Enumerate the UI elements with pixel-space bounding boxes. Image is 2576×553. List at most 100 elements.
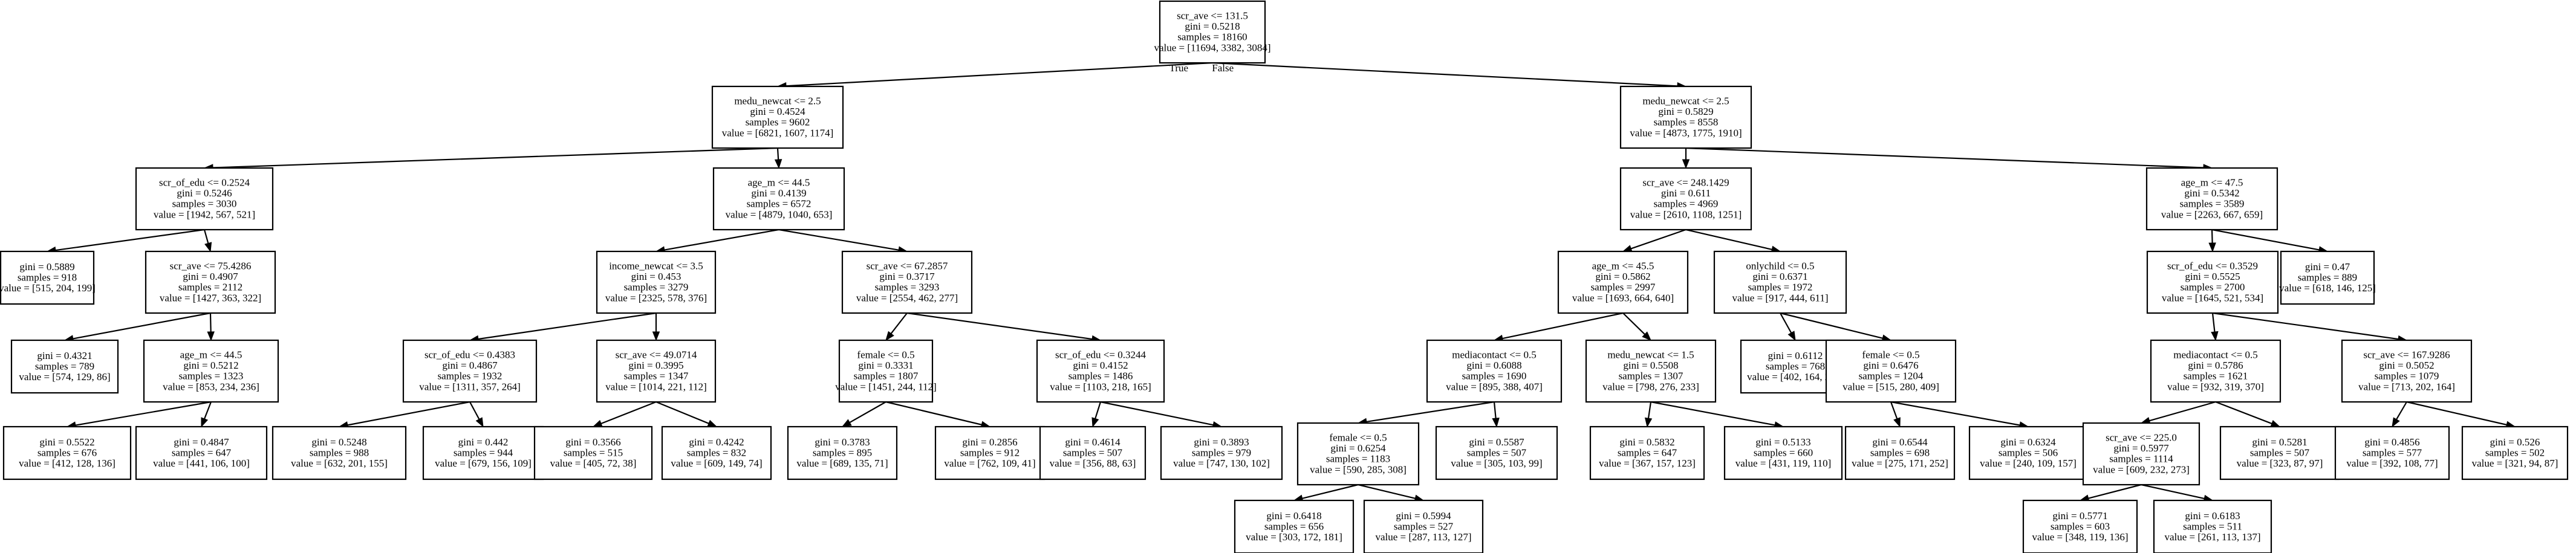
arrowhead-icon	[201, 417, 209, 428]
node-line: value = [405, 72, 38]	[550, 458, 637, 469]
edge-line	[1890, 401, 2020, 426]
node-line: samples = 502	[2485, 447, 2545, 458]
node-line: samples = 4969	[1654, 198, 1719, 210]
node-line: gini = 0.5977	[2113, 442, 2169, 454]
edge-line	[2396, 401, 2407, 420]
node-line: gini = 0.5522	[39, 436, 94, 448]
tree-edge	[1685, 147, 2213, 172]
tree-edge	[1357, 401, 1495, 425]
node-box	[1159, 0, 1266, 64]
node-line: samples = 577	[2363, 447, 2422, 458]
node-line: gini = 0.4614	[1065, 436, 1120, 448]
tree-edge	[1091, 401, 1102, 428]
node-box	[0, 250, 95, 305]
tree-edge	[207, 312, 215, 341]
tree-edge	[1650, 401, 1784, 429]
tree-edge	[1890, 401, 1901, 428]
node-line: samples = 895	[813, 447, 872, 458]
tree-edge	[1685, 228, 1781, 253]
node-box	[1363, 499, 1484, 553]
node-line: samples = 698	[1870, 447, 1930, 458]
node-line: gini = 0.5342	[2184, 187, 2239, 199]
node-line: value = [261, 113, 137]	[2164, 531, 2260, 543]
node-line: gini = 0.5133	[1755, 436, 1810, 448]
node-line: gini = 0.5212	[183, 360, 238, 371]
node-box	[2, 425, 132, 480]
node-line: gini = 0.4907	[183, 271, 238, 282]
node-box	[1619, 85, 1752, 149]
node-line: value = [917, 444, 611]	[1732, 292, 1828, 303]
node-line: value = [2610, 1108, 1251]	[1630, 209, 1742, 220]
arrowhead-icon	[707, 419, 718, 427]
edge-line	[778, 228, 899, 251]
tree-edge	[778, 228, 908, 254]
node-box	[135, 167, 274, 231]
node-line: gini = 0.5771	[2052, 510, 2107, 522]
tree-edge	[2208, 229, 2216, 253]
edge-line	[1094, 401, 1102, 419]
node-box	[787, 425, 898, 480]
node-line: samples = 656	[1264, 520, 1324, 532]
node-line: samples = 507	[1063, 447, 1123, 458]
node-line: value = [590, 285, 308]	[1310, 464, 1407, 475]
node-line: gini = 0.4321	[37, 350, 92, 361]
node-box	[1160, 425, 1283, 480]
node-box	[596, 250, 717, 314]
node-line: value = [609, 149, 74]	[671, 458, 762, 469]
edge-line	[204, 401, 212, 419]
edge-line	[1502, 312, 1624, 340]
arrowhead-icon	[2211, 331, 2219, 341]
node-line: gini = 0.3566	[565, 436, 620, 448]
node-box	[1557, 250, 1689, 314]
node-line: gini = 0.6544	[1872, 436, 1928, 448]
tree-edge	[469, 401, 484, 428]
edge-label-false: False	[1212, 62, 1234, 74]
node-line: value = [515, 204, 199]	[0, 282, 96, 294]
node-line: scr_ave <= 131.5	[1177, 10, 1248, 22]
node-line: value = [2554, 462, 277]	[856, 292, 958, 303]
node-line: value = [1645, 521, 534]	[2162, 292, 2263, 303]
edge-line	[2211, 228, 2320, 251]
node-box	[2280, 250, 2375, 305]
tree-edge	[1780, 312, 1892, 342]
node-line: value = [412, 128, 136]	[19, 458, 115, 469]
node-line: gini = 0.6371	[1752, 271, 1807, 282]
node-line: samples = 8558	[1654, 117, 1719, 128]
node-line: gini = 0.6088	[1466, 360, 1521, 371]
edge-line	[906, 312, 1093, 340]
node-box	[1585, 339, 1717, 403]
node-box	[2150, 339, 2282, 403]
edge-line	[478, 312, 657, 340]
node-line: gini = 0.5246	[177, 187, 232, 199]
node-line: value = [689, 135, 71]	[796, 458, 888, 469]
edges-layer: True False	[46, 62, 2516, 502]
edge-label-true: True	[1169, 62, 1189, 74]
arrowhead-icon	[1644, 417, 1653, 428]
edge-line	[1780, 312, 1792, 334]
node-line: gini = 0.4867	[442, 360, 498, 371]
node-box	[1723, 425, 1843, 480]
node-line: value = [275, 171, 252]	[1852, 458, 1948, 469]
edge-line	[1890, 401, 1898, 419]
edge-line	[73, 312, 211, 340]
node-box	[1589, 425, 1705, 480]
arrowhead-icon	[2208, 242, 2216, 253]
tree-edge	[1622, 228, 1686, 253]
node-line: value = [11694, 3382, 3084]	[1154, 42, 1270, 53]
node-box	[2461, 425, 2569, 480]
tree-edge	[2211, 228, 2329, 254]
node-box	[1825, 339, 1957, 403]
tree-edge	[1358, 483, 1425, 502]
tree-edge	[46, 228, 205, 254]
node-line: value = [574, 129, 86]	[19, 371, 110, 383]
